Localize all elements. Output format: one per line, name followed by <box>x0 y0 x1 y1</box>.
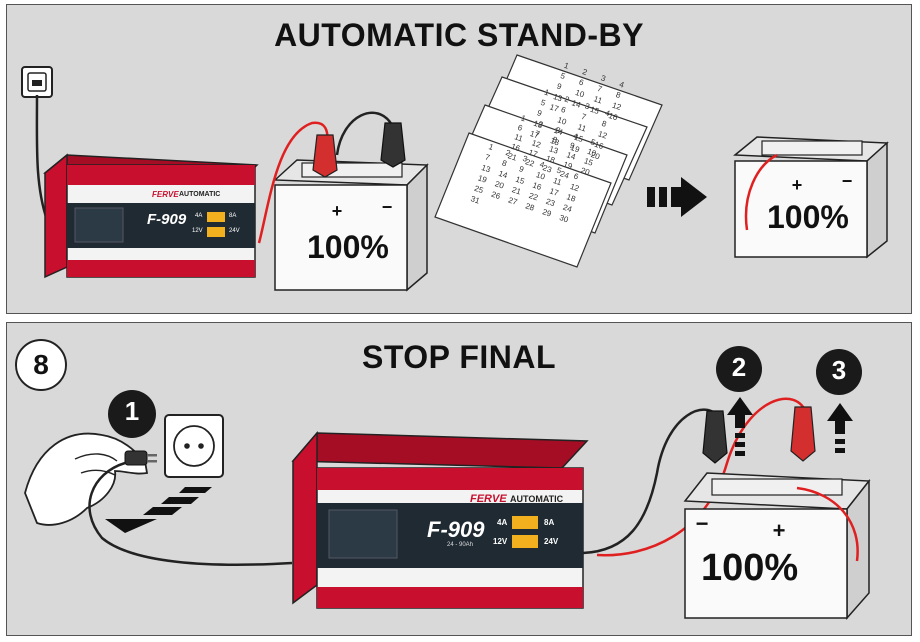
unplug-arrow-icon <box>105 487 212 533</box>
svg-text:+: + <box>332 201 343 221</box>
step-number-badge: 8 <box>15 339 67 391</box>
standby-battery-after: + − <box>733 136 889 259</box>
stop-charger <box>291 430 589 609</box>
black-clamp-icon <box>380 122 406 168</box>
standby-volt-low: 12V <box>192 228 203 234</box>
stop-amp-high: 8A <box>544 518 555 527</box>
standby-illustration: + − + <box>21 54 889 292</box>
standby-amp-high: 8A <box>229 213 237 219</box>
red-cable <box>257 121 329 244</box>
substep-1-badge-shape <box>108 390 156 438</box>
stop-charger-brand: FERVE <box>470 493 507 505</box>
standby-battery-after-charge: 100% <box>767 199 849 235</box>
plug-icon <box>124 450 157 466</box>
standby-charger-model: F-909 <box>147 211 187 228</box>
red-clamp-icon <box>312 134 338 178</box>
stop-wall-socket-icon <box>164 414 224 478</box>
stop-volt-high: 24V <box>544 537 559 546</box>
svg-text:+: + <box>773 518 786 543</box>
lift-black-clamp-arrow-icon <box>727 397 753 456</box>
wall-socket-icon <box>21 66 53 98</box>
substep-1-label: 1 <box>124 396 140 426</box>
svg-text:−: − <box>696 511 709 536</box>
calendar-pages <box>434 54 663 268</box>
black-cable <box>335 111 394 156</box>
hand-icon <box>24 432 149 526</box>
charger-to-battery-cable <box>582 408 721 555</box>
standby-battery-charge: 100% <box>307 229 389 265</box>
svg-text:−: − <box>382 197 393 217</box>
standby-volt-high: 24V <box>229 228 240 234</box>
stop-battery-charge: 100% <box>701 547 799 589</box>
stop-charger-mode: AUTOMATIC <box>510 494 564 504</box>
stop-volt-low: 12V <box>493 537 508 546</box>
stop-battery: − + <box>683 472 871 620</box>
svg-text:−: − <box>842 171 853 191</box>
substep-3-label: 3 <box>831 355 847 385</box>
stop-amp-low: 4A <box>497 518 508 527</box>
substep-2-badge-shape <box>716 346 762 392</box>
stop-red-cable <box>596 397 809 557</box>
standby-battery: + − <box>273 159 429 292</box>
svg-text:+: + <box>792 175 803 195</box>
stop-red-clamp-icon <box>790 406 816 462</box>
stop-charger-model: F-909 <box>427 517 485 542</box>
time-passes-arrow-icon <box>647 177 707 217</box>
lift-red-clamp-arrow-icon <box>827 403 853 453</box>
standby-panel: AUTOMATIC STAND-BY + − <box>6 4 912 314</box>
stop-power-cable <box>88 461 293 566</box>
stop-title: STOP FINAL <box>361 339 557 375</box>
standby-amp-low: 4A <box>195 213 203 219</box>
stop-black-clamp-icon <box>702 410 728 464</box>
standby-charger <box>43 153 259 279</box>
standby-charger-brand: FERVE <box>152 190 179 199</box>
stop-illustration: − + <box>24 346 871 620</box>
stop-panel: 8 STOP FINAL <box>6 322 912 636</box>
substep-2-label: 2 <box>731 352 747 382</box>
standby-title: AUTOMATIC STAND-BY <box>274 17 644 53</box>
standby-charger-mode: AUTOMATIC <box>179 191 221 198</box>
substep-3-badge-shape <box>816 349 862 395</box>
stop-charger-capacity: 24 - 90Ah <box>447 542 474 548</box>
